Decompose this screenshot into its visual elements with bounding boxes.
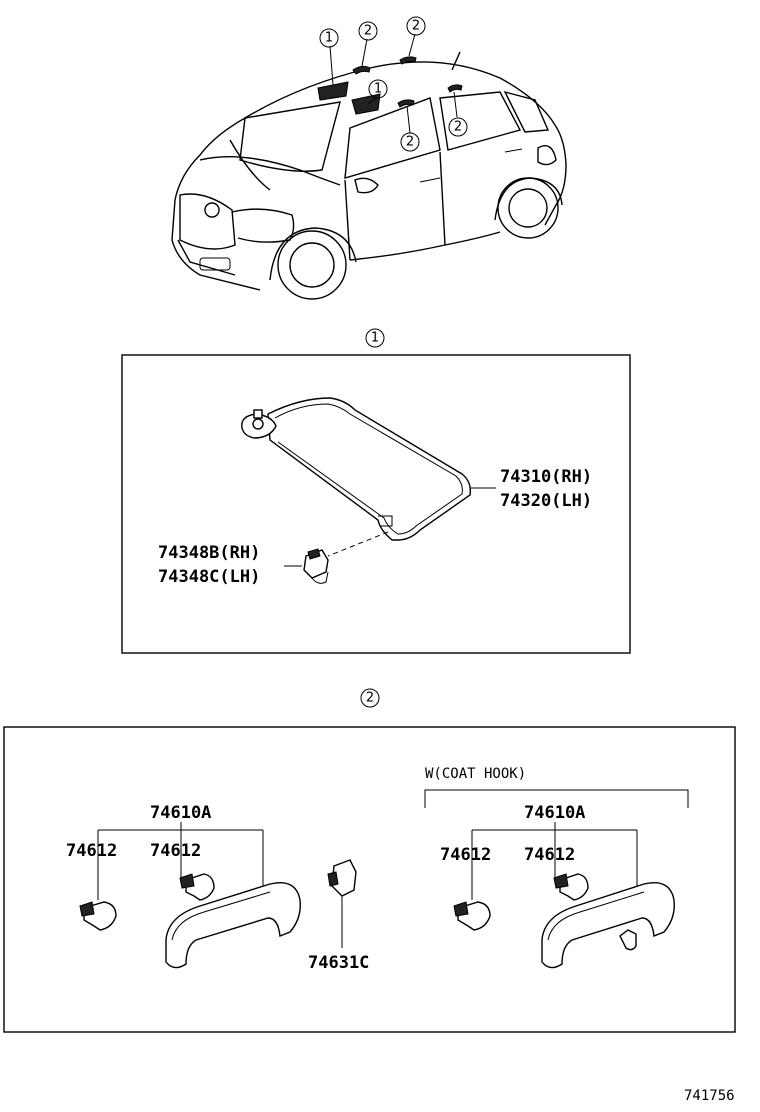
diagram-number: 741756 bbox=[684, 1088, 735, 1104]
right-cap-a-part bbox=[453, 901, 491, 931]
label-variant-note: W(COAT HOOK) bbox=[425, 766, 526, 782]
left-cap-b-part bbox=[179, 873, 215, 901]
callout-2-right: 2 bbox=[448, 117, 468, 137]
svg-text:1: 1 bbox=[374, 82, 382, 97]
label-left-cap-a: 74612 bbox=[66, 841, 117, 861]
car-illustration: 1 2 2 1 2 2 bbox=[171, 16, 567, 300]
section-2-marker: 2 bbox=[360, 688, 380, 708]
section-1-frame bbox=[121, 354, 631, 654]
callout-1-lower: 1 bbox=[368, 79, 388, 99]
variant-bracket bbox=[424, 789, 689, 808]
callout-2-mid: 2 bbox=[400, 132, 420, 152]
callout-2-top: 2 bbox=[406, 16, 426, 36]
center-clip-part bbox=[327, 859, 357, 948]
visor-holder-dashed-line bbox=[327, 531, 389, 557]
right-cap-b-part bbox=[553, 873, 589, 901]
section-1-marker: 1 bbox=[365, 328, 385, 348]
svg-text:1: 1 bbox=[371, 331, 379, 346]
svg-text:2: 2 bbox=[412, 19, 420, 34]
right-grip-with-hook-part bbox=[541, 882, 675, 969]
label-right-cap-a: 74612 bbox=[440, 845, 491, 865]
label-left-assembly: 74610A bbox=[150, 803, 211, 823]
label-right-cap-b: 74612 bbox=[524, 845, 575, 865]
callout-2-left: 2 bbox=[358, 21, 378, 41]
sun-visor-part bbox=[241, 397, 472, 541]
section-2-frame bbox=[3, 726, 736, 1033]
label-holder-rh: 74348B(RH) bbox=[158, 543, 260, 563]
svg-text:2: 2 bbox=[406, 135, 414, 150]
callout-1-upper: 1 bbox=[319, 28, 339, 48]
left-cap-a-part bbox=[79, 901, 117, 931]
svg-text:2: 2 bbox=[364, 24, 372, 39]
label-visor-lh: 74320(LH) bbox=[500, 491, 592, 511]
coat-hook bbox=[619, 929, 637, 951]
label-visor-rh: 74310(RH) bbox=[500, 467, 592, 487]
visor-holder-part bbox=[303, 548, 329, 584]
label-right-assembly: 74610A bbox=[524, 803, 585, 823]
left-grip-part bbox=[165, 882, 301, 969]
svg-text:1: 1 bbox=[325, 31, 333, 46]
svg-text:2: 2 bbox=[366, 691, 374, 706]
label-left-cap-b: 74612 bbox=[150, 841, 201, 861]
svg-text:2: 2 bbox=[454, 120, 462, 135]
label-holder-lh: 74348C(LH) bbox=[158, 567, 260, 587]
label-center-clip: 74631C bbox=[308, 953, 369, 973]
